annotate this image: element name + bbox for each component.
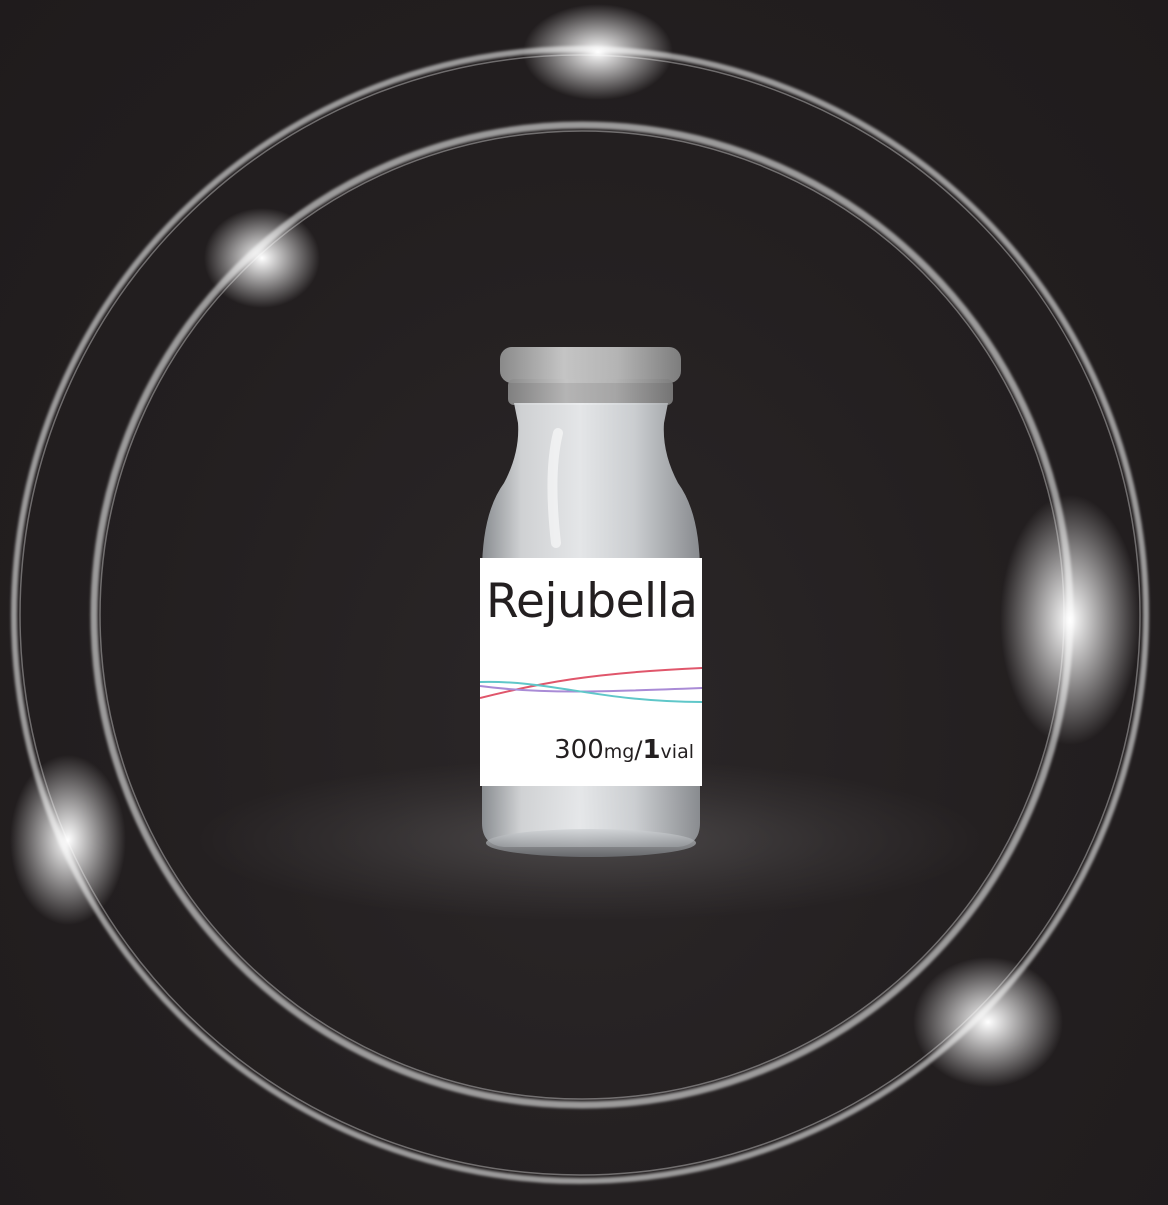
- dose-amount: 300: [554, 735, 604, 765]
- vial-base: [486, 829, 696, 857]
- dose-separator: /: [634, 736, 643, 764]
- vial: Rejubella 300mg/1vial: [478, 343, 704, 863]
- flare-top: [523, 4, 673, 100]
- vial-word: vial: [660, 741, 694, 763]
- vial-cap-collar: [508, 379, 673, 405]
- flare-upper-left: [204, 208, 320, 308]
- brand-name: Rejubella: [486, 574, 698, 629]
- vial-highlight: [547, 428, 563, 548]
- vial-label: Rejubella 300mg/1vial: [480, 558, 702, 786]
- label-wave-lines: [480, 667, 702, 703]
- vial-cap-top: [500, 347, 681, 383]
- flare-right: [1000, 495, 1140, 745]
- dose-text: 300mg/1vial: [554, 735, 694, 765]
- flare-left: [10, 755, 126, 925]
- wave-red: [480, 667, 702, 699]
- vial-count: 1: [642, 735, 661, 765]
- wave-teal: [480, 680, 702, 703]
- flare-lower-right: [913, 957, 1063, 1087]
- dose-unit: mg: [603, 741, 635, 763]
